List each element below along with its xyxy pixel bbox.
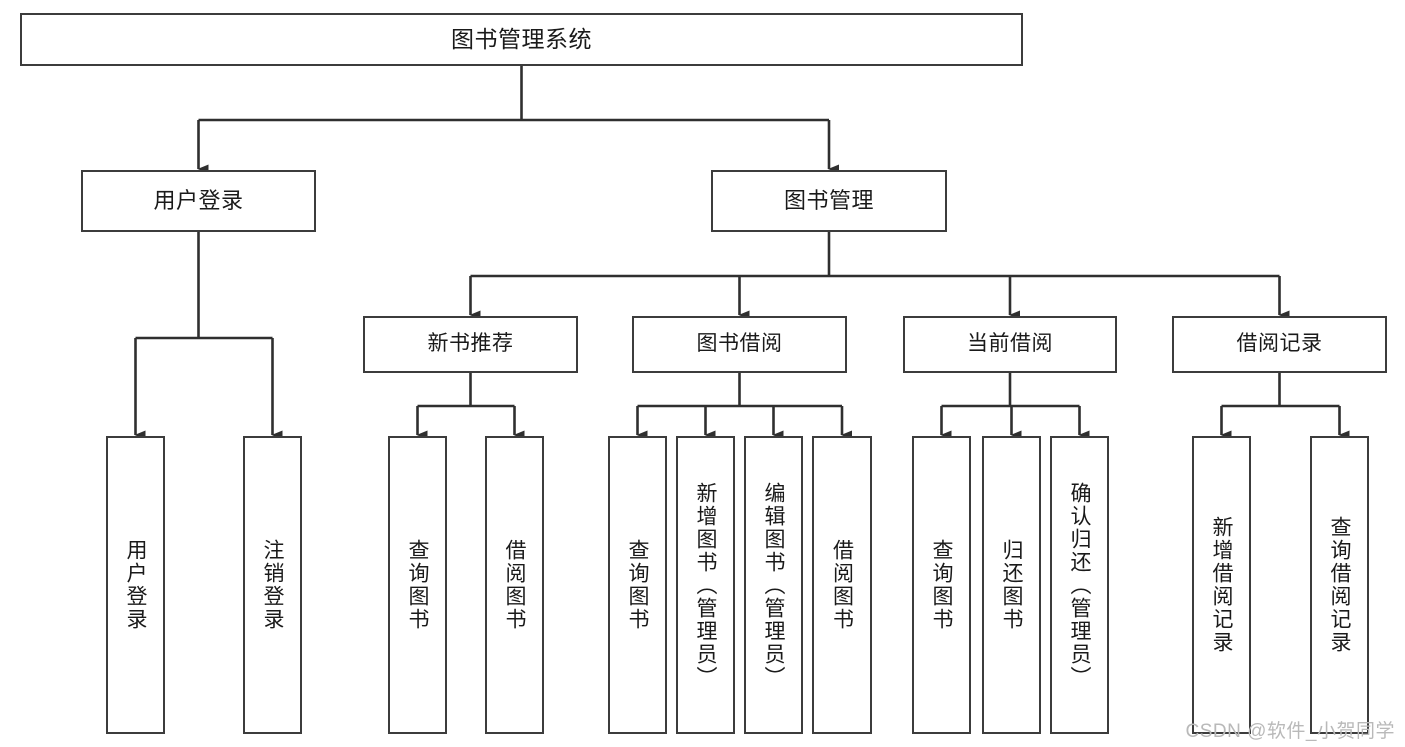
node-label: 借阅图书 xyxy=(830,539,854,631)
node-leaf-return-book: 归还图书 xyxy=(982,436,1041,734)
node-leaf-query-book-1: 查询图书 xyxy=(388,436,447,734)
node-label: 查询图书 xyxy=(626,539,649,631)
node-leaf-confirm-return: 确认归还（管理员） xyxy=(1050,436,1109,734)
node-leaf-user-login: 用户登录 xyxy=(106,436,165,734)
node-book-manage: 图书管理 xyxy=(711,170,947,232)
node-label: 查询图书 xyxy=(930,539,953,631)
node-label: 编辑图书（管理员） xyxy=(762,481,785,689)
node-label: 查询借阅记录 xyxy=(1328,516,1351,654)
node-root: 图书管理系统 xyxy=(20,13,1023,66)
node-current-borrow: 当前借阅 xyxy=(903,316,1117,373)
node-label: 新增借阅记录 xyxy=(1210,516,1233,654)
node-label: 用户登录 xyxy=(153,187,244,213)
node-label: 借阅图书 xyxy=(503,539,526,631)
node-label: 用户登录 xyxy=(124,539,147,631)
node-label: 注销登录 xyxy=(261,539,284,631)
node-label: 图书管理系统 xyxy=(451,25,592,52)
node-book-borrow: 图书借阅 xyxy=(632,316,847,373)
node-label: 查询图书 xyxy=(406,539,429,631)
node-leaf-borrow-book-2: 借阅图书 xyxy=(812,436,872,734)
node-label: 新书推荐 xyxy=(427,332,514,356)
node-label: 图书借阅 xyxy=(696,332,783,356)
node-label: 借阅记录 xyxy=(1236,332,1323,356)
watermark: CSDN @软件_小贺同学 xyxy=(1185,721,1395,742)
node-user-login: 用户登录 xyxy=(81,170,316,232)
node-new-book-rec: 新书推荐 xyxy=(363,316,578,373)
node-leaf-logout: 注销登录 xyxy=(243,436,302,734)
node-borrow-record: 借阅记录 xyxy=(1172,316,1387,373)
node-leaf-add-book: 新增图书（管理员） xyxy=(676,436,735,734)
node-label: 新增图书（管理员） xyxy=(694,481,717,689)
node-leaf-edit-book: 编辑图书（管理员） xyxy=(744,436,803,734)
node-leaf-query-book-3: 查询图书 xyxy=(912,436,971,734)
node-leaf-borrow-book-1: 借阅图书 xyxy=(485,436,544,734)
node-label: 图书管理 xyxy=(783,187,874,213)
node-leaf-query-record: 查询借阅记录 xyxy=(1310,436,1369,734)
node-label: 当前借阅 xyxy=(967,332,1053,356)
node-leaf-add-record: 新增借阅记录 xyxy=(1192,436,1251,734)
node-label: 归还图书 xyxy=(1000,539,1023,631)
node-leaf-query-book-2: 查询图书 xyxy=(608,436,667,734)
node-label: 确认归还（管理员） xyxy=(1068,481,1091,689)
